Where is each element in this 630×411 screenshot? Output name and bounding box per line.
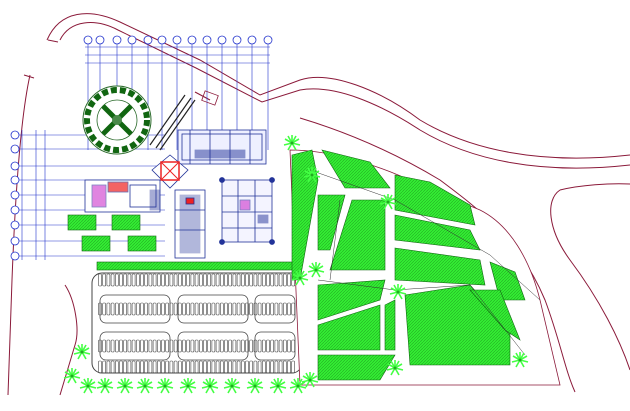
left-building: [84, 179, 161, 213]
left-lawns: [67, 214, 157, 252]
central-plaza: [151, 154, 189, 189]
palm-tree-icon: [223, 377, 241, 394]
palm-tree-icon: [179, 377, 197, 394]
site-boundary: [7, 13, 630, 396]
palm-tree-icon: [136, 377, 154, 394]
palm-tree-icon: [63, 367, 81, 384]
palm-tree-icon: [246, 377, 264, 394]
roundabout-icon: [82, 85, 152, 155]
left-axis-bubbles: [10, 130, 20, 261]
palm-tree-icon: [116, 377, 134, 394]
building-icon: [177, 129, 267, 165]
gate-house: [201, 90, 219, 106]
top-axis-bubbles: [83, 35, 273, 45]
vertical-building: [174, 189, 206, 259]
grid-building: [219, 177, 275, 245]
parking-lot-icon: [91, 272, 303, 374]
palm-tree-icon: [79, 377, 97, 394]
access-road: [149, 94, 196, 151]
palm-tree-icon: [269, 377, 287, 394]
palm-tree-icon: [73, 343, 91, 360]
lawn-strip: [96, 261, 298, 271]
palm-tree-icon: [201, 377, 219, 394]
palm-tree-icon: [283, 134, 301, 151]
palm-tree-icon: [96, 377, 114, 394]
palm-tree-icon: [156, 377, 174, 394]
landscape-garden: [289, 149, 561, 386]
